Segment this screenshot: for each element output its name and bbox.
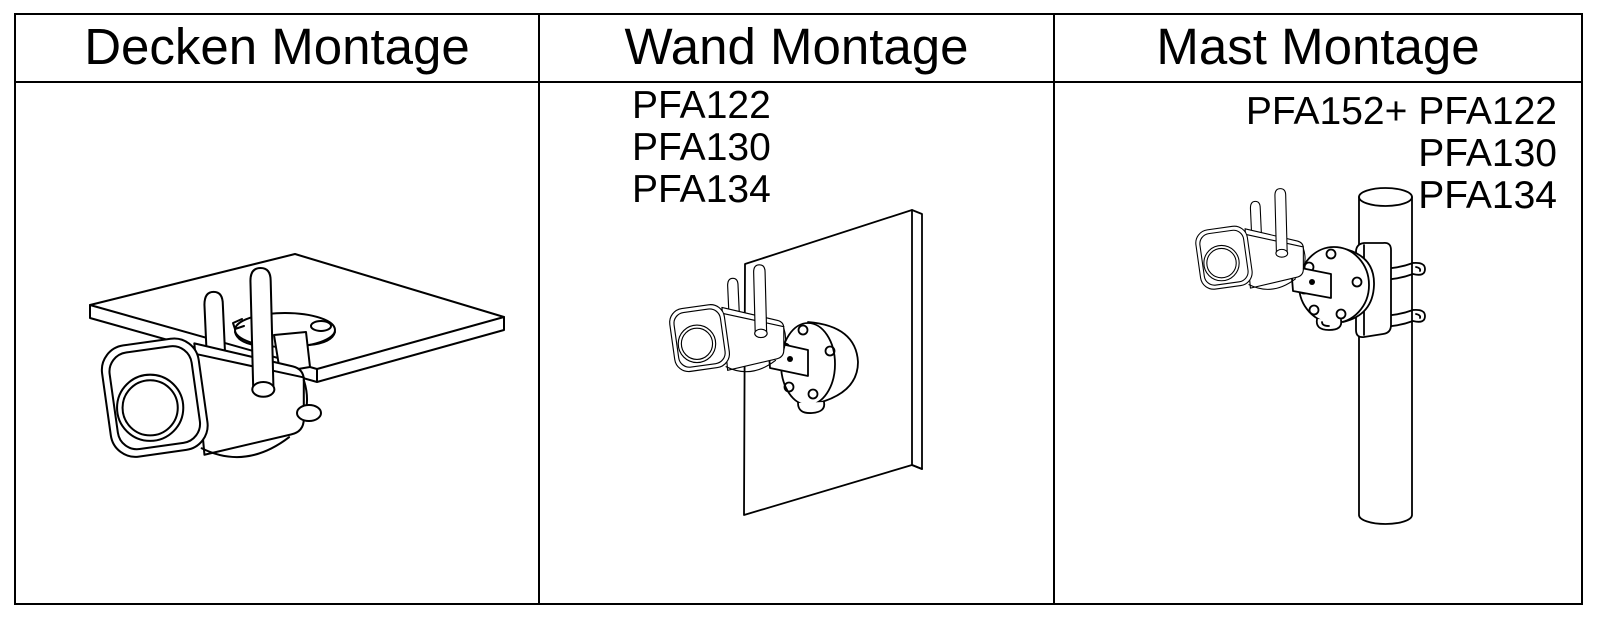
mast-mount-illustration — [1193, 187, 1426, 525]
hinge-knuckle — [296, 404, 322, 422]
column-header-ceiling: Decken Montage — [16, 15, 538, 83]
accessory-label: PFA122 — [632, 84, 771, 127]
column-header-mast: Mast Montage — [1055, 15, 1581, 83]
column-wall-mount: Wand Montage PFA122 PFA130 PFA134 — [540, 15, 1055, 603]
wall-mount-illustration — [667, 209, 923, 516]
junction-box — [1298, 246, 1375, 331]
ceiling-mount-illustration — [89, 253, 505, 462]
accessory-labels-mast: PFA152+ PFA122 PFA130 PFA134 — [1246, 91, 1557, 217]
accessory-label: PFA152+ PFA122 — [1245, 90, 1557, 133]
accessory-labels-wall: PFA122 PFA130 PFA134 — [632, 85, 771, 211]
column-mast-mount: Mast Montage PFA152+ PFA122 PFA130 PFA13… — [1055, 15, 1581, 603]
ceiling-cell-body — [16, 83, 538, 603]
accessory-label: PFA130 — [632, 126, 771, 169]
column-ceiling-mount: Decken Montage — [16, 15, 540, 603]
mount-arm — [273, 331, 311, 373]
accessory-label: PFA130 — [1418, 132, 1557, 175]
accessory-label: PFA134 — [632, 168, 771, 211]
accessory-label: PFA134 — [1418, 174, 1557, 217]
pole — [1358, 187, 1413, 525]
column-header-wall: Wand Montage — [540, 15, 1053, 83]
wall-cell-body: PFA122 PFA130 PFA134 — [540, 83, 1053, 603]
mounting-options-table: Decken Montage — [14, 13, 1583, 605]
mast-cell-body: PFA152+ PFA122 PFA130 PFA134 — [1055, 83, 1581, 603]
